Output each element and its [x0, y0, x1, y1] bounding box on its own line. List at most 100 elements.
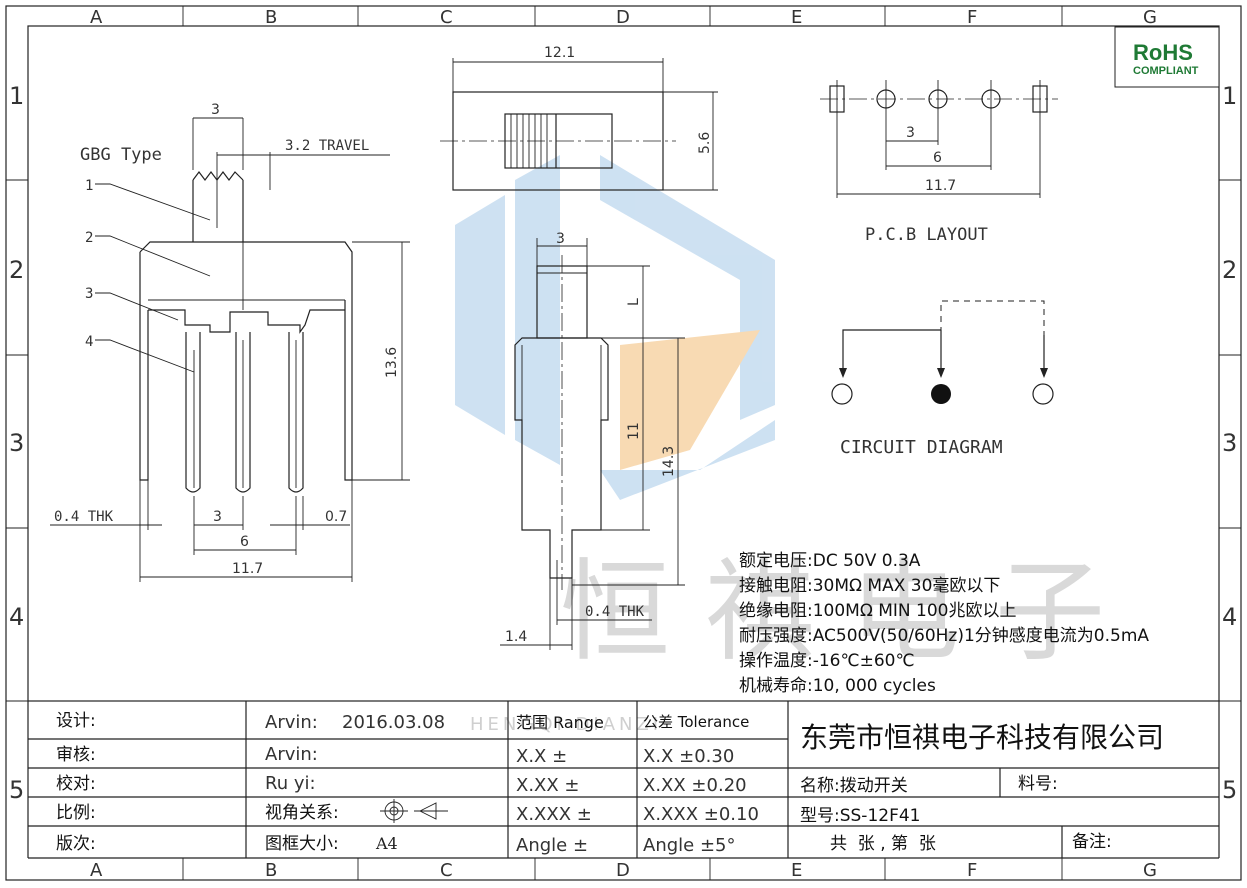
row-label: 5: [1222, 776, 1237, 804]
thk-label: 0.4 THK: [54, 509, 114, 525]
tb-range: X.XX ±: [516, 775, 580, 796]
terminal-common: [931, 384, 951, 404]
spec-item: 耐压强度:AC500V(50/60Hz)1分钟感度电流为0.5mA: [739, 626, 1149, 646]
dim-front-1-4: 1.4: [505, 629, 527, 645]
terminal-open: [1032, 383, 1054, 405]
col-label: E: [791, 7, 802, 28]
company-name: 东莞市恒祺电子科技有限公司: [800, 721, 1164, 754]
pcb-dim-3: 3: [906, 125, 915, 141]
dim-span-11-7: 11.7: [232, 561, 263, 577]
tb-range: X.XXX ±: [516, 804, 592, 825]
col-label: F: [967, 7, 977, 28]
pcb-dim-6: 6: [933, 150, 942, 166]
title-block: 设计: 审核: 校对: 比例: 版次: Arvin: 2016.03.08 Ar…: [27, 701, 1220, 859]
col-label: A: [90, 860, 103, 881]
front-thk-label: 0.4 THK: [585, 604, 645, 620]
type-label: GBG Type: [80, 145, 162, 165]
row-labels: 1 2 3 4 5 1 2 3 4 5: [9, 82, 1237, 804]
inner-frame: [27, 25, 1220, 702]
rohs-badge: RoHS COMPLIANT: [1114, 26, 1220, 88]
dim-front-11: 11: [626, 422, 642, 440]
dim-pin-width: 0.7: [325, 509, 347, 525]
tb-part-no: 料号:: [1018, 774, 1058, 794]
top-view: 12.1 5.6: [440, 45, 718, 191]
tb-date: 2016.03.08: [342, 712, 445, 733]
front-view: 3 L 11 14.3 0.4 THK 1.4: [500, 231, 685, 650]
rohs-title: RoHS: [1133, 40, 1193, 65]
watermark-sub: HENGQI DIANZI: [470, 714, 662, 735]
col-label: G: [1143, 7, 1157, 28]
row-label: 1: [1222, 82, 1237, 110]
row-label: 4: [1222, 603, 1237, 631]
spec-item: 操作温度:-16℃±60℃: [739, 651, 915, 671]
tb-frame-label: 图框大小:: [265, 834, 339, 854]
row-label: 5: [9, 776, 24, 804]
callout-1: 1: [85, 178, 93, 194]
tb-label-review: 审核:: [56, 745, 96, 765]
circuit-diagram: CIRCUIT DIAGRAM: [831, 300, 1054, 458]
col-label: A: [90, 7, 103, 28]
travel-label: 3.2 TRAVEL: [285, 138, 369, 154]
row-label: 3: [1222, 429, 1237, 457]
spec-item: 绝缘电阻:100MΩ MIN 100兆欧以上: [739, 601, 1017, 621]
dim-span-6: 6: [240, 534, 249, 550]
tb-range: X.X ±: [516, 746, 567, 767]
col-label: C: [440, 860, 453, 881]
outer-frame: [5, 5, 1242, 881]
tb-tol: X.X ±0.30: [643, 746, 734, 767]
tb-tol: X.XX ±0.20: [643, 775, 747, 796]
tb-tol-header: 公差 Tolerance: [643, 713, 749, 731]
col-label: B: [265, 7, 277, 28]
col-label: D: [616, 7, 630, 28]
dim-side-height: 13.6: [384, 347, 400, 378]
tb-designer: Arvin:: [265, 712, 318, 733]
circuit-label: CIRCUIT DIAGRAM: [840, 437, 1003, 458]
dim-pin-pitch: 3: [213, 509, 222, 525]
tb-remark: 备注:: [1072, 832, 1112, 852]
callout-3: 3: [85, 286, 93, 302]
col-label: C: [440, 7, 453, 28]
spec-item: 机械寿命:10, 000 cycles: [739, 676, 936, 696]
tb-view-label: 视角关系:: [265, 803, 339, 823]
col-label: F: [967, 860, 977, 881]
tb-range: Angle ±: [516, 835, 588, 856]
row-label: 2: [1222, 256, 1237, 284]
row-label: 1: [9, 82, 24, 110]
tb-checker: Ru yi:: [265, 773, 316, 794]
pcb-label: P.C.B LAYOUT: [865, 225, 988, 245]
tb-sheet: 共 张 , 第 张: [830, 834, 936, 854]
column-labels: A B C D E F G A B C D E F G: [90, 7, 1157, 881]
spec-item: 接触电阻:30MΩ MAX 30毫欧以下: [739, 576, 1000, 596]
tb-label-check: 校对:: [56, 774, 96, 794]
row-label: 2: [9, 256, 24, 284]
tb-name: 名称:拨动开关: [800, 776, 908, 796]
row-label: 4: [9, 603, 24, 631]
dim-front-L: L: [626, 298, 642, 306]
col-label: E: [791, 860, 802, 881]
dim-actuator-width: 3: [211, 102, 220, 118]
callout-2: 2: [85, 230, 93, 246]
grid-ticks: [6, 6, 1241, 880]
spec-list: 额定电压:DC 50V 0.3A 接触电阻:30MΩ MAX 30毫欧以下 绝缘…: [739, 551, 1149, 696]
tb-range-header: 范围 Range: [516, 713, 604, 732]
tb-frame-value: A4: [375, 834, 398, 853]
tb-reviewer: Arvin:: [265, 744, 318, 765]
tb-tol: Angle ±5°: [643, 835, 735, 856]
tb-model: 型号:SS-12F41: [800, 806, 921, 826]
terminal-open: [831, 383, 853, 405]
tb-label-design: 设计:: [56, 711, 96, 731]
callout-4: 4: [85, 334, 93, 350]
rohs-sub: COMPLIANT: [1133, 65, 1199, 77]
side-view: GBG Type 3 3.2 TRAVEL 1 2 3: [50, 102, 410, 582]
watermark-text: 恒 祺 电 子: [560, 548, 1105, 676]
row-label: 3: [9, 429, 24, 457]
col-label: D: [616, 860, 630, 881]
pcb-dim-11-7: 11.7: [925, 178, 956, 194]
projection-symbol: [380, 799, 448, 823]
pcb-layout: 3 6 11.7 P.C.B LAYOUT: [820, 80, 1058, 245]
col-label: G: [1143, 860, 1157, 881]
dim-front-actuator: 3: [556, 231, 565, 247]
dim-top-width: 12.1: [544, 45, 575, 61]
dim-top-height: 5.6: [697, 132, 713, 154]
